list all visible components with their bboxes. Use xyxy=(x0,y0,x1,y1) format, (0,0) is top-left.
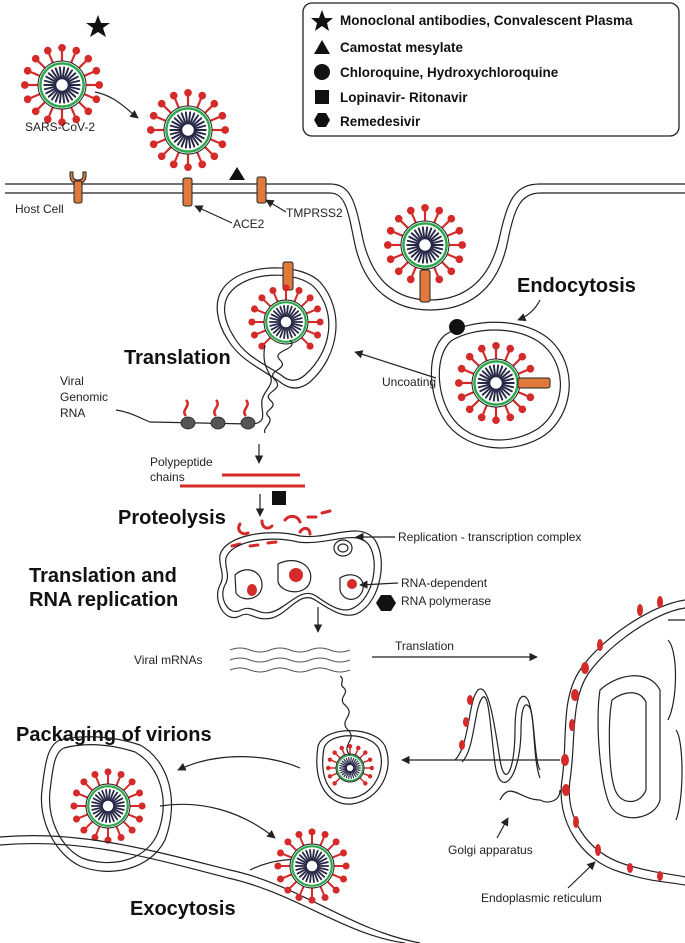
stage-translation: Translation xyxy=(124,347,231,369)
endosome xyxy=(430,321,570,449)
endocytosis-arrow xyxy=(517,299,541,322)
peptide-fragments xyxy=(230,509,332,548)
endosome-receptor xyxy=(517,377,551,389)
legend-circle-icon xyxy=(314,64,330,80)
legend: Monoclonal antibodies, Convalescent Plas… xyxy=(302,2,680,137)
chloroquine-circle-icon xyxy=(449,319,465,335)
legend-triangle-icon xyxy=(314,40,330,54)
ribosomes xyxy=(180,416,256,430)
viral-mrna-strands xyxy=(229,647,351,673)
ace2-receptor xyxy=(69,171,87,204)
polypeptide-label-1: Polypeptide xyxy=(150,455,213,469)
packaging-arrow xyxy=(177,756,301,771)
lopinavir-square-icon xyxy=(272,491,286,505)
legend-star-icon xyxy=(311,10,333,31)
translation-arrow-label: Translation xyxy=(395,639,454,653)
released-rna-coil xyxy=(263,339,293,434)
attached-virion xyxy=(146,88,230,172)
stage-endocytosis: Endocytosis xyxy=(517,275,636,297)
legend-item-camostat: Camostat mesylate xyxy=(340,40,464,55)
stage-translation-rna-1: Translation and xyxy=(29,565,177,587)
released-virion xyxy=(274,828,350,904)
assembling-virion xyxy=(326,744,374,786)
exocytosis-arrow xyxy=(159,803,276,839)
packaged-virion xyxy=(70,768,146,844)
rdrp-enzymes xyxy=(247,568,357,596)
antibody-star-icon xyxy=(86,15,110,37)
polypeptide-label-2: chains xyxy=(150,470,185,484)
replication-transcription-complex xyxy=(217,530,382,620)
golgi-apparatus xyxy=(454,688,561,803)
legend-square-icon xyxy=(315,90,329,104)
endocytosed-virion xyxy=(383,203,467,287)
host-cell-label: Host Cell xyxy=(15,202,64,216)
viral-genomic-rna-label-3: RNA xyxy=(60,406,85,420)
rdrp-label-2: RNA polymerase xyxy=(401,594,491,608)
ace2-label: ACE2 xyxy=(233,217,265,231)
nascent-peptides xyxy=(183,399,249,417)
tmprss2-receptor xyxy=(256,176,267,204)
tmprss2-label: TMPRSS2 xyxy=(286,206,343,220)
er-label: Endoplasmic reticulum xyxy=(481,891,602,905)
packaging-rna-coil xyxy=(339,675,352,756)
er-pointer xyxy=(567,861,596,889)
legend-item-lopinavir: Lopinavir- Ritonavir xyxy=(340,90,468,105)
er-ribosomes xyxy=(561,596,663,881)
secretory-vesicle xyxy=(40,736,173,872)
plasma-membrane-bottom xyxy=(0,834,421,943)
legend-item-remdesivir: Remedesivir xyxy=(340,114,421,129)
uncoating-label: Uncoating xyxy=(382,375,436,389)
camostat-triangle-icon xyxy=(229,167,245,180)
stage-proteolysis: Proteolysis xyxy=(118,507,226,529)
viral-genomic-rna-label-2: Genomic xyxy=(60,390,108,404)
pit-receptor xyxy=(419,269,431,303)
tmprss2-pointer xyxy=(265,199,287,213)
rdrp-pointer xyxy=(359,580,399,589)
uncoating-virion xyxy=(248,284,324,350)
golgi-spike-proteins xyxy=(459,695,473,750)
remdesivir-hexagon-icon xyxy=(376,595,396,611)
viral-mrnas-label: Viral mRNAs xyxy=(134,653,202,667)
legend-item-antibodies: Monoclonal antibodies, Convalescent Plas… xyxy=(340,13,633,28)
golgi-pointer xyxy=(496,817,509,839)
ace2-pointer xyxy=(194,205,233,224)
genomic-rna-pointer xyxy=(115,409,151,423)
sars-cov-2-virion xyxy=(20,43,104,127)
ace2-receptor-bound xyxy=(182,177,193,207)
stage-packaging: Packaging of virions xyxy=(16,724,212,746)
endoplasmic-reticulum xyxy=(560,599,685,886)
stage-exocytosis: Exocytosis xyxy=(130,898,236,920)
polypeptide-chains xyxy=(180,473,305,488)
legend-item-chloroquine: Chloroquine, Hydroxychloroquine xyxy=(340,65,559,80)
golgi-label: Golgi apparatus xyxy=(448,843,533,857)
uncoating-arrow xyxy=(354,350,437,379)
rdrp-label-1: RNA-dependent xyxy=(401,576,488,590)
rtc-label: Replication - transcription complex xyxy=(398,530,581,544)
stage-translation-rna-2: RNA replication xyxy=(29,589,178,611)
genomic-rna-strand xyxy=(149,344,272,425)
attachment-arrow xyxy=(94,91,139,119)
uncoating-vesicle xyxy=(216,267,337,389)
virus-label: SARS-CoV-2 xyxy=(25,120,95,134)
viral-genomic-rna-label-1: Viral xyxy=(60,374,84,388)
legend-hexagon-icon xyxy=(314,113,330,127)
